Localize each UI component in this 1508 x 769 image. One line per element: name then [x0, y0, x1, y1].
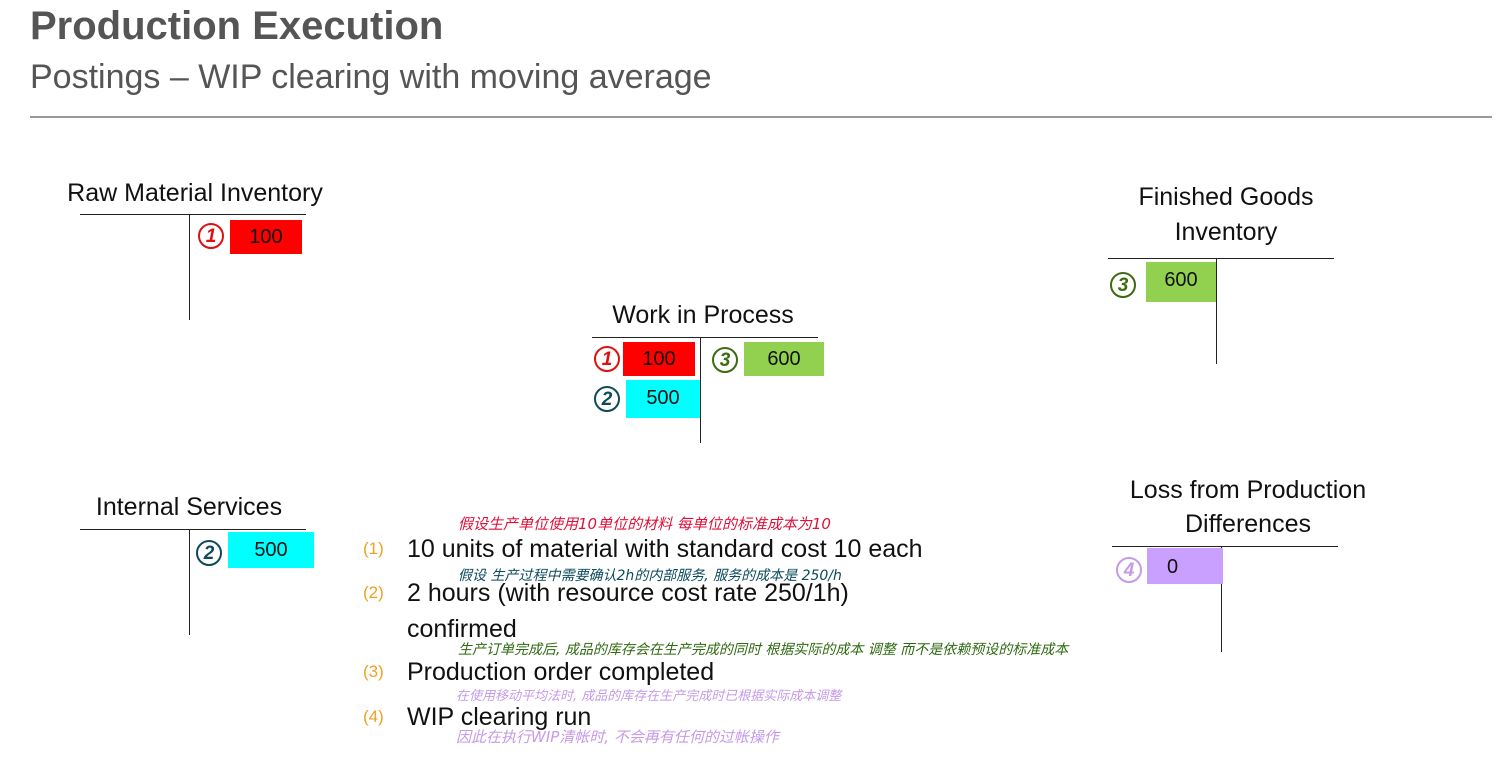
t-account-top-line [80, 214, 306, 215]
step-marker-2: 2 [196, 540, 222, 566]
t-account-top-line [1108, 258, 1334, 259]
step-marker-1: 1 [198, 223, 224, 249]
list-item: (3) Production order completed [363, 657, 714, 687]
header-divider [30, 116, 1492, 118]
account-title: Work in Process [612, 301, 794, 329]
debit-amount: 0 [1147, 548, 1223, 584]
account-title: Raw Material Inventory [67, 179, 323, 207]
list-item: (1) 10 units of material with standard co… [363, 534, 923, 564]
t-account-divider [1221, 546, 1222, 652]
handwritten-note-1: 假设生产单位使用10单位的材料 每单位的标准成本为10 [458, 515, 831, 533]
account-title-line-1: Loss from Production [1129, 476, 1367, 504]
account-title: Internal Services [95, 493, 283, 521]
page-subtitle: Postings – WIP clearing with moving aver… [30, 58, 712, 96]
step-number: (4) [363, 707, 384, 727]
handwritten-note-5: 因此在执行WIP清帐时, 不会再有任何的过帐操作 [456, 728, 779, 746]
account-title-line-1: Finished Goods [1138, 183, 1314, 211]
t-account-divider [189, 529, 190, 635]
account-title-line-2: Inventory [1174, 218, 1278, 246]
step-marker-3: 3 [1110, 272, 1136, 298]
step-marker-1: 1 [594, 346, 620, 372]
page-title: Production Execution [30, 4, 444, 48]
step-number: (3) [363, 662, 384, 682]
debit-amount-1: 100 [623, 342, 695, 376]
step-text: 10 units of material with standard cost … [407, 535, 923, 564]
t-account-top-line [1112, 546, 1338, 547]
step-marker-3: 3 [712, 347, 738, 373]
t-account-divider [700, 337, 701, 443]
step-text: Production order completed [407, 658, 715, 687]
step-text: WIP clearing run [407, 703, 592, 732]
handwritten-note-3: 生产订单完成后, 成品的库存会在生产完成的同时 根据实际的成本 调整 而不是依赖… [458, 642, 1069, 658]
t-account-top-line [80, 529, 306, 530]
step-text: confirmed [407, 615, 517, 644]
account-title-line-2: Differences [1185, 510, 1311, 538]
list-item: (2) 2 hours (with resource cost rate 250/… [363, 578, 849, 608]
step-text: 2 hours (with resource cost rate 250/1h) [407, 579, 849, 608]
credit-amount: 100 [230, 220, 302, 254]
credit-amount: 500 [228, 532, 314, 568]
step-marker-2: 2 [594, 386, 620, 412]
t-account-top-line [592, 337, 818, 338]
step-marker-4: 4 [1116, 557, 1142, 583]
step-number: (2) [363, 583, 384, 603]
debit-amount: 600 [1146, 262, 1216, 302]
handwritten-note-2: 假设 生产过程中需要确认2h的内部服务, 服务的成本是 250/h [458, 568, 842, 584]
credit-amount: 600 [744, 342, 824, 376]
t-account-divider [189, 214, 190, 320]
step-number: (1) [363, 539, 384, 559]
debit-amount-2: 500 [626, 380, 700, 418]
list-item: (4) WIP clearing run [363, 702, 591, 732]
handwritten-note-4: 在使用移动平均法时, 成品的库存在生产完成时已根据实际成本调整 [456, 689, 842, 704]
t-account-divider [1216, 258, 1217, 364]
step-continuation: confirmed [407, 614, 517, 644]
